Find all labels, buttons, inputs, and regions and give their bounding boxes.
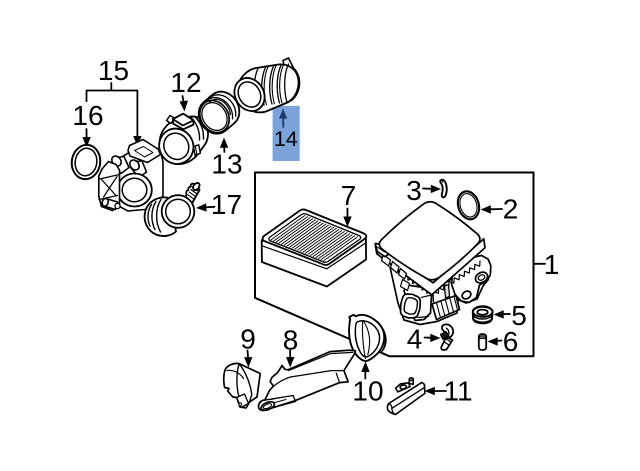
- svg-text:15: 15: [98, 55, 129, 86]
- svg-text:5: 5: [511, 300, 527, 331]
- svg-text:10: 10: [352, 376, 383, 407]
- svg-text:6: 6: [503, 326, 519, 357]
- svg-text:1: 1: [544, 249, 560, 280]
- svg-text:13: 13: [211, 149, 242, 180]
- svg-text:7: 7: [341, 180, 357, 211]
- svg-text:17: 17: [211, 189, 242, 220]
- svg-text:11: 11: [443, 376, 472, 407]
- svg-text:3: 3: [406, 175, 422, 206]
- svg-text:16: 16: [72, 100, 103, 131]
- svg-text:9: 9: [240, 324, 256, 355]
- svg-text:14: 14: [274, 127, 298, 151]
- svg-text:8: 8: [283, 325, 299, 356]
- svg-text:12: 12: [170, 67, 201, 98]
- svg-text:4: 4: [407, 324, 423, 355]
- svg-text:2: 2: [503, 194, 519, 225]
